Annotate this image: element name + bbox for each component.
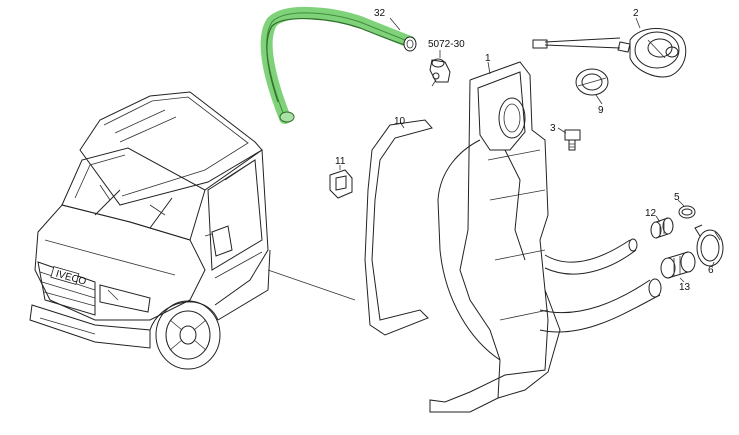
part-12-sleeve[interactable] xyxy=(650,217,674,239)
label-9: 9 xyxy=(598,105,604,116)
label-13: 13 xyxy=(679,282,691,293)
part-5072-30-connector[interactable] xyxy=(429,58,451,87)
leader-van-tank xyxy=(267,269,356,301)
label-5072-30: 5072-30 xyxy=(428,39,465,50)
hose-32-end-right xyxy=(403,36,417,52)
part-2-filler-cap[interactable] xyxy=(532,28,687,78)
label-10: 10 xyxy=(394,116,406,127)
van-illustration: IVECO xyxy=(29,91,271,370)
label-2: 2 xyxy=(633,8,639,19)
label-32: 32 xyxy=(374,8,386,19)
label-6: 6 xyxy=(708,265,714,276)
brand-badge-text: IVECO xyxy=(54,269,87,288)
label-5: 5 xyxy=(674,192,680,203)
label-1: 1 xyxy=(485,53,491,64)
part-5-clip[interactable] xyxy=(678,205,696,219)
part-3-bolt[interactable] xyxy=(564,129,581,151)
label-11: 11 xyxy=(335,156,346,167)
front-wheel xyxy=(155,300,221,370)
label-12: 12 xyxy=(645,208,657,219)
part-11-clamp[interactable] xyxy=(329,169,353,199)
part-13-sleeve[interactable] xyxy=(660,251,696,279)
brand-badge xyxy=(50,266,80,285)
hose-32-highlighted[interactable] xyxy=(260,7,417,124)
part-6-hose-clamp[interactable] xyxy=(694,224,724,267)
label-3: 3 xyxy=(550,123,556,134)
part-10-hose[interactable] xyxy=(364,119,433,336)
part-1-reservoir-tank[interactable] xyxy=(429,61,662,413)
hose-32-end-left xyxy=(279,111,295,123)
leader-32 xyxy=(389,17,401,31)
part-9-grommet[interactable] xyxy=(575,68,609,96)
